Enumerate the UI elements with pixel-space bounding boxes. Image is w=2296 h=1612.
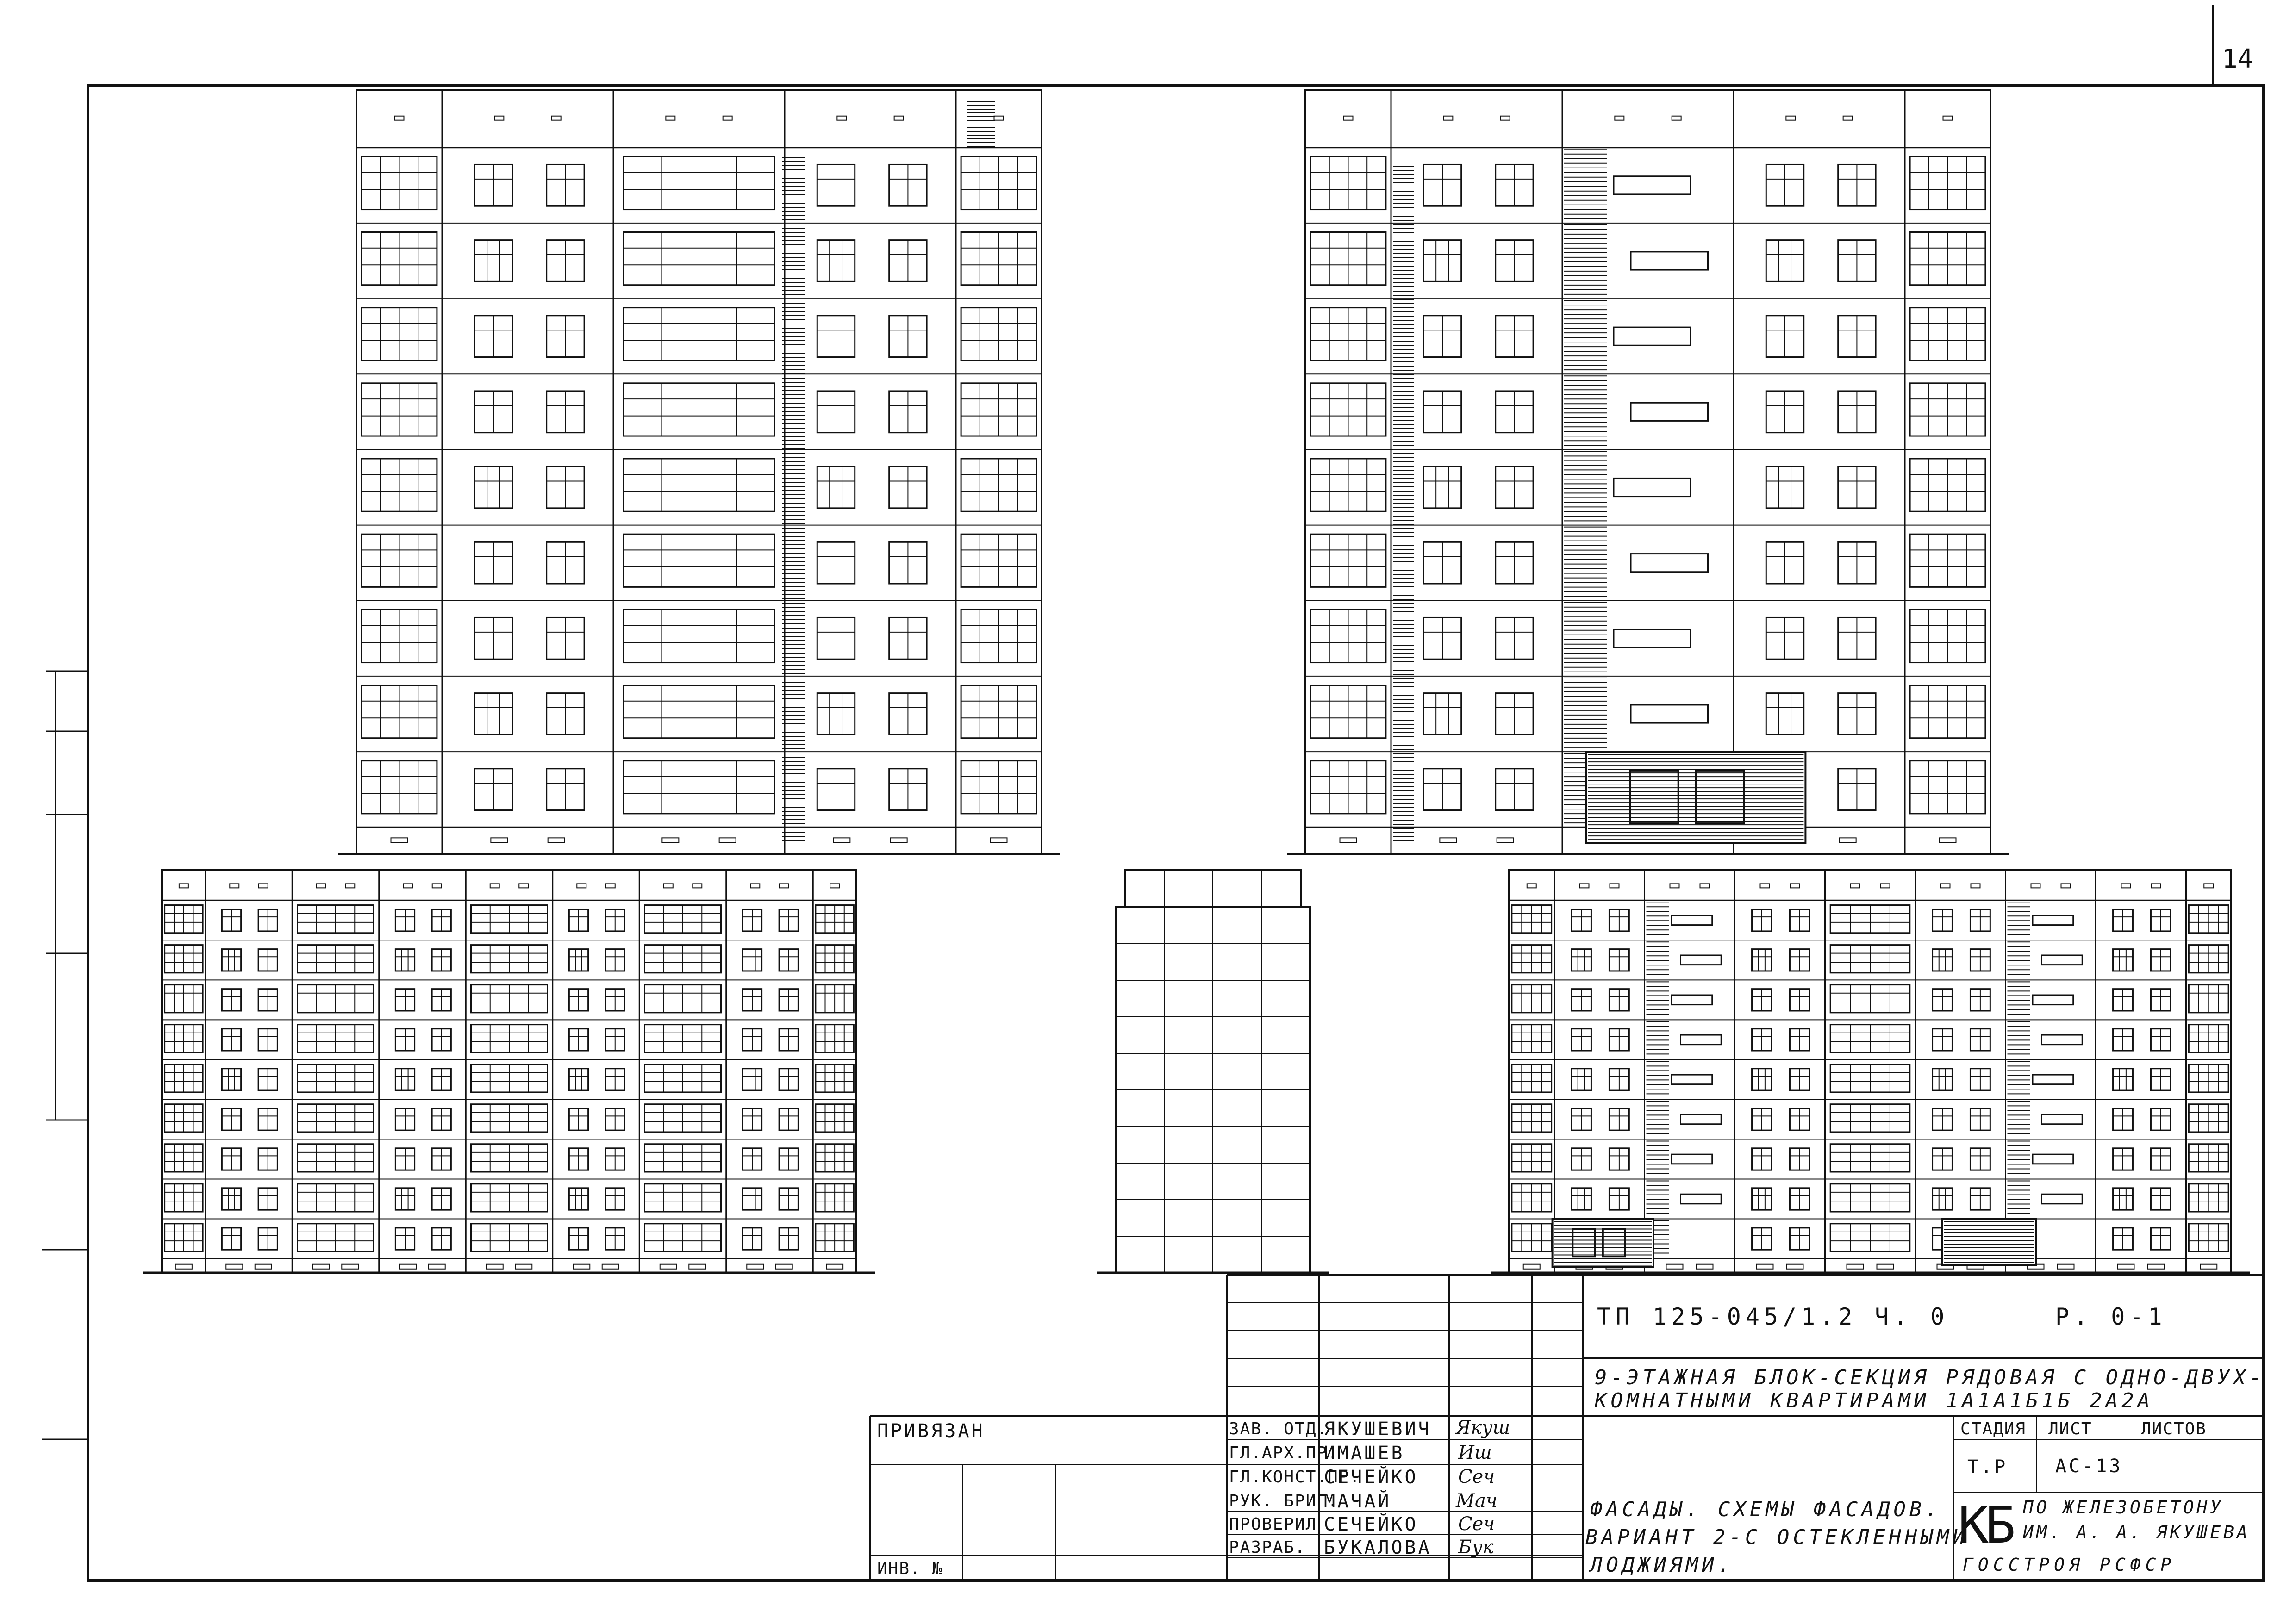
- sheet-value: АС-13: [2055, 1456, 2123, 1477]
- sheet-number: 14: [2222, 44, 2253, 74]
- role-0: ЗАВ. ОТД.: [1229, 1419, 1328, 1438]
- name-5: БУКАЛОВА: [1324, 1537, 1432, 1558]
- name-4: СЕЧЕЙКО: [1324, 1514, 1418, 1535]
- facade-bottom-right: [1491, 869, 2250, 1274]
- title-block-lines: [869, 1274, 2264, 1581]
- sheet-frame: [42, 5, 2265, 1582]
- facade-bottom-left: [144, 869, 875, 1274]
- section-label: Р. 0-1: [2055, 1303, 2167, 1330]
- stair-hatch: [782, 101, 995, 841]
- role-1: ГЛ.АРХ.ПР.: [1229, 1444, 1339, 1463]
- organization-line3: ГОССТРОЯ РСФСР: [1963, 1555, 2176, 1575]
- drawing-title-line1: ФАСАДЫ. СХЕМЫ ФАСАДОВ.: [1590, 1498, 1941, 1521]
- organization-line2: ИМ. А. А. ЯКУШЕВА: [2023, 1522, 2250, 1543]
- role-4: ПРОВЕРИЛ: [1229, 1515, 1317, 1534]
- facade-top-left: [338, 89, 1060, 855]
- signature-1: Иш: [1458, 1442, 1492, 1463]
- role-3: РУК. БРИГ.: [1229, 1492, 1339, 1511]
- privyazan-label: ПРИВЯЗАН: [877, 1420, 985, 1442]
- name-2: СЕЧЕЙКО: [1324, 1467, 1418, 1488]
- sheet-header: ЛИСТ: [2048, 1419, 2092, 1438]
- drawing-title-line2: ВАРИАНТ 2-С ОСТЕКЛЕННЫМИ: [1585, 1525, 1969, 1549]
- name-3: МАЧАЙ: [1324, 1491, 1391, 1512]
- sheets-header: ЛИСТОВ: [2141, 1419, 2207, 1438]
- part-label: Ч. 0: [1875, 1303, 1949, 1330]
- building-title-line2: КОМНАТНЫМИ КВАРТИРАМИ 1А1А1Б1Б 2А2А: [1595, 1389, 2154, 1413]
- end-elevation: [1097, 869, 1329, 1274]
- stage-header: СТАДИЯ: [1960, 1419, 2027, 1438]
- organization-line1: ПО ЖЕЛЕЗОБЕТОНУ: [2023, 1497, 2224, 1518]
- role-2: ГЛ.КОНСТ.ПР.: [1229, 1468, 1361, 1487]
- role-5: РАЗРАБ.: [1229, 1538, 1306, 1557]
- entry-secondary: [1941, 1218, 2037, 1266]
- inventory-label: ИНВ. №: [877, 1559, 943, 1578]
- name-1: ИМАШЕВ: [1324, 1443, 1405, 1464]
- organization-logo: КБ: [1958, 1495, 2015, 1555]
- facade-top-right: [1287, 89, 2009, 855]
- signature-0: Якуш: [1456, 1417, 1510, 1438]
- name-0: ЯКУШЕВИЧ: [1324, 1419, 1432, 1440]
- signature-3: Мач: [1456, 1490, 1497, 1512]
- stair-hatch: [1393, 162, 1414, 841]
- signature-2: Сеч: [1458, 1466, 1495, 1488]
- signature-4: Сеч: [1458, 1513, 1495, 1535]
- building-title-line1: 9-ЭТАЖНАЯ БЛОК-СЕКЦИЯ РЯДОВАЯ С ОДНО-ДВУ…: [1595, 1366, 2265, 1389]
- signature-5: Бук: [1458, 1537, 1494, 1558]
- stage-value: Т.Р: [1967, 1456, 2008, 1478]
- drawing-title-line3: ЛОДЖИЯМИ.: [1590, 1553, 1734, 1577]
- project-code: ТП 125-045/1.2: [1597, 1303, 1857, 1330]
